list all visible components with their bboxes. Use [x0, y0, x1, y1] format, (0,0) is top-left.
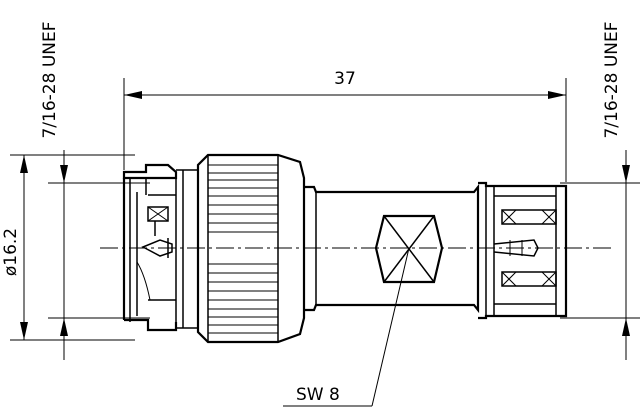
diameter-dimension-label: ø16.2 [1, 228, 21, 276]
wrench-size-callout: SW 8 [283, 247, 410, 407]
right-thread-dimension: 7/16-28 UNEF [560, 21, 640, 360]
left-coupling-nut [122, 163, 178, 332]
diameter-dimension: ø16.2 [1, 154, 135, 341]
left-thread-label: 7/16-28 UNEF [40, 21, 60, 138]
left-thread-dimension: 7/16-28 UNEF [40, 21, 150, 360]
knurled-body [176, 153, 306, 344]
length-dimension: 37 [123, 69, 567, 182]
right-thread-label: 7/16-28 UNEF [602, 21, 622, 138]
right-connector [478, 181, 568, 320]
length-dimension-label: 37 [334, 69, 356, 89]
wrench-size-label: SW 8 [296, 385, 340, 405]
